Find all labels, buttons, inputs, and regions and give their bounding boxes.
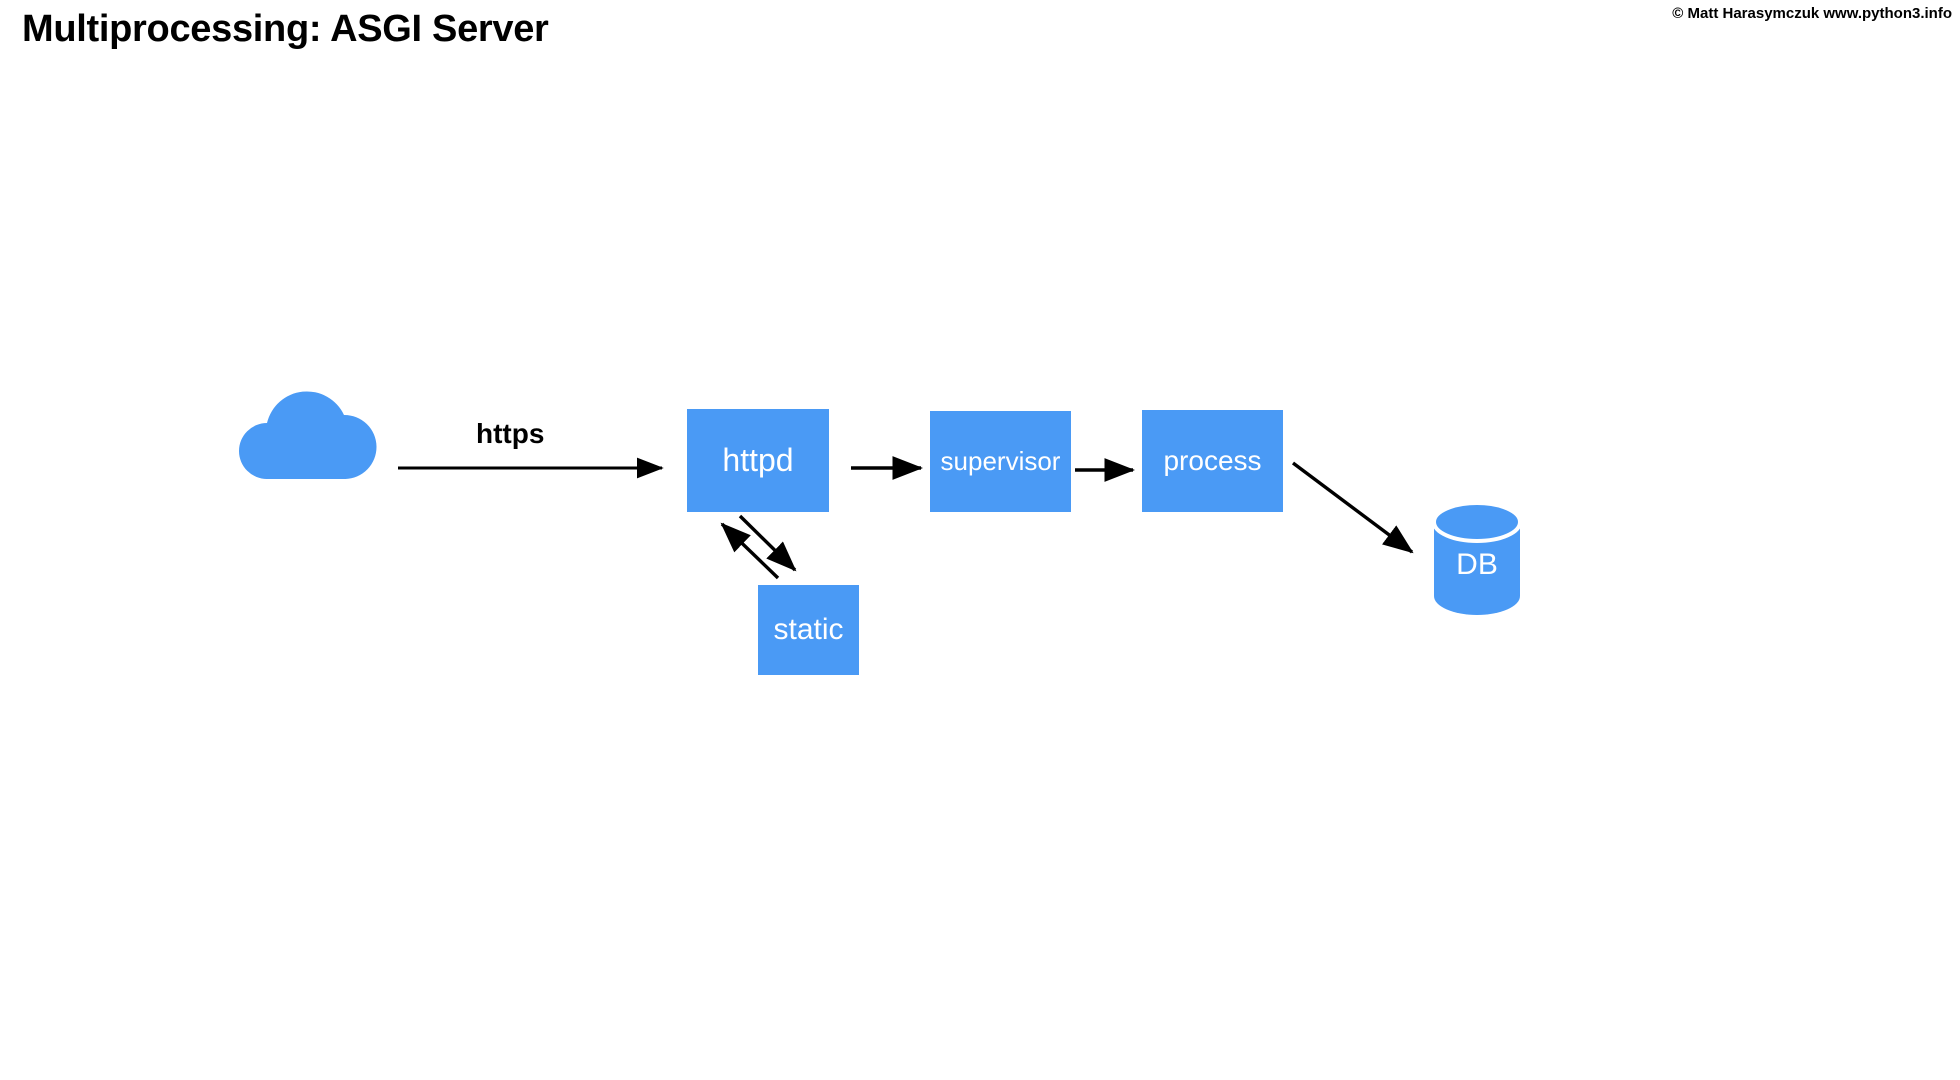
edge-httpd-to-static [738, 514, 797, 572]
node-supervisor-shape[interactable] [930, 411, 1071, 512]
copyright-notice: © Matt Harasymczuk www.python3.info [1672, 5, 1952, 22]
edge-label-https: https [476, 418, 545, 449]
node-static-shape[interactable] [758, 585, 859, 675]
node-process-shape[interactable] [1142, 410, 1283, 512]
edge-static-to-httpd [720, 522, 780, 580]
node-db-shape[interactable] [1432, 501, 1522, 615]
edge-process-to-db [1291, 461, 1414, 554]
node-cloud[interactable] [239, 391, 377, 479]
node-httpd-shape[interactable] [687, 409, 829, 512]
page-title: Multiprocessing: ASGI Server [22, 8, 549, 50]
